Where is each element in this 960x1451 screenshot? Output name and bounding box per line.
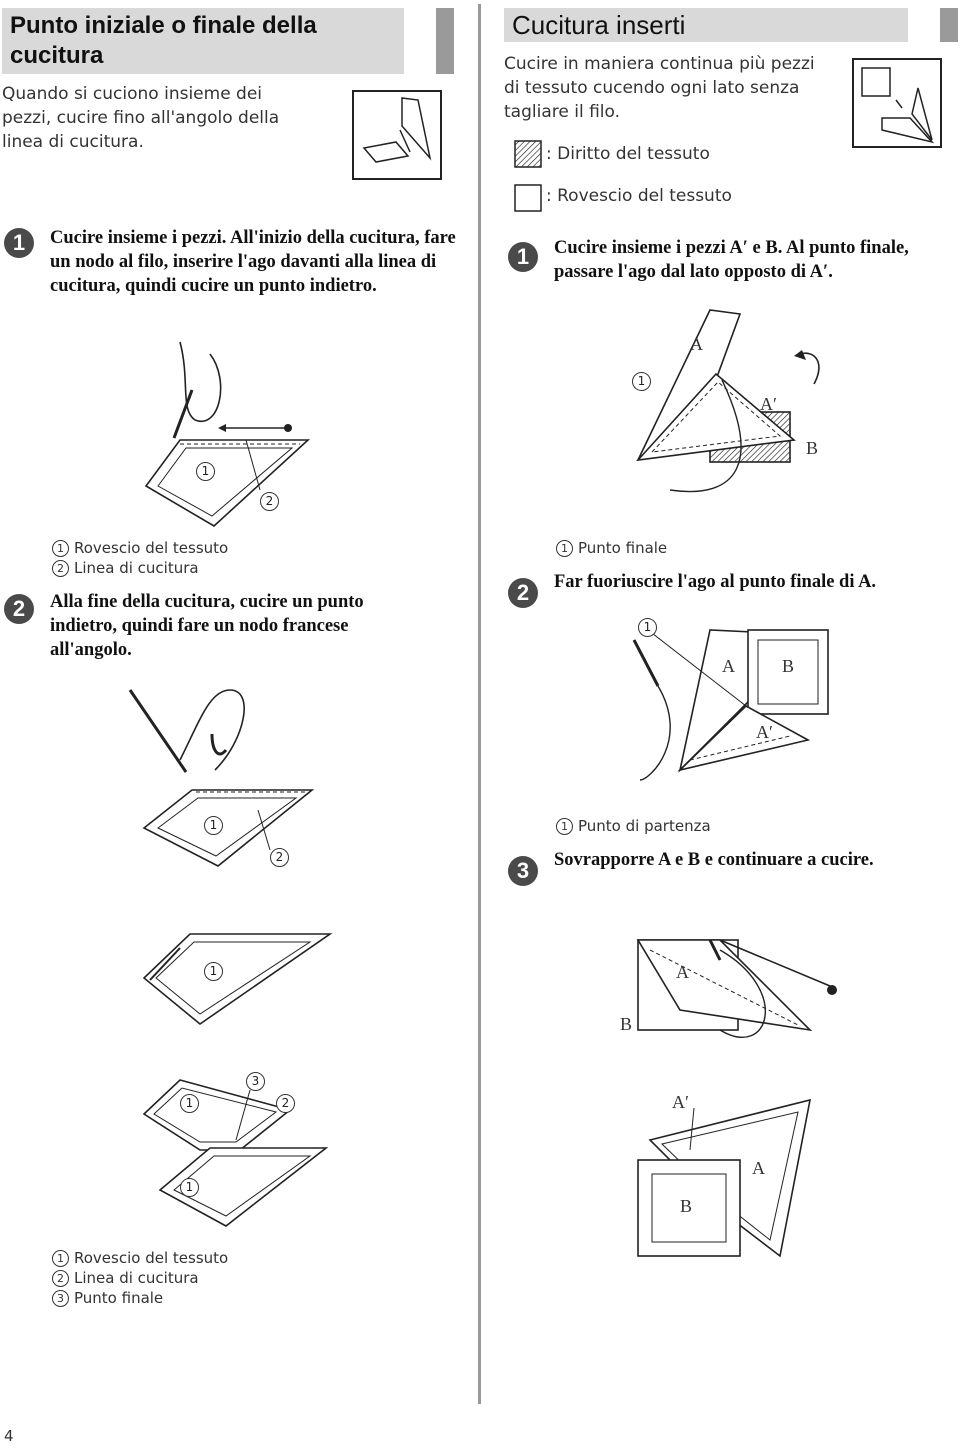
right-step3-badge: 3 <box>508 856 538 886</box>
left-step1-text: Cucire insieme i pezzi. All'inizio della… <box>50 228 456 296</box>
fig4-label-1b: 1 <box>180 1178 199 1197</box>
fig4-label-2: 2 <box>276 1094 295 1113</box>
fig2-label-2: 2 <box>270 848 289 867</box>
piecing-thumbnail <box>852 58 942 148</box>
right-side-key: : Diritto del tessuto <box>546 144 710 164</box>
end-stitch-illustration <box>128 689 315 867</box>
right-step1-badge: 1 <box>508 242 538 272</box>
fig4-label-3: 3 <box>246 1072 265 1091</box>
r-fig3-label-b: B <box>620 1014 633 1034</box>
wrong-side-key: : Rovescio del tessuto <box>546 186 732 206</box>
r-fig3-label-a: A <box>676 962 689 982</box>
fig3-label-1: 1 <box>204 962 223 981</box>
fig2-label-1: 1 <box>204 816 223 835</box>
r-fig4-label-a-prime: A′ <box>672 1092 689 1112</box>
left-intro-text: Quando si cuciono insieme dei pezzi, cuc… <box>2 84 280 152</box>
right-intro-text: Cucire in maniera continua più pezzi di … <box>504 54 815 122</box>
r-fig1-label-a: A <box>690 334 703 354</box>
left-step2-badge: 2 <box>4 594 34 624</box>
fig1-label-1: 1 <box>196 462 215 481</box>
fig4-label-1a: 1 <box>180 1094 199 1113</box>
left-step2-text: Alla fine della cucitura, cucire un punt… <box>50 592 364 660</box>
right-side-swatch-icon <box>514 140 542 168</box>
right-step1-text: Cucire insieme i pezzi A′ e B. Al punto … <box>554 238 909 282</box>
r-fig1-label-a-prime: A′ <box>760 394 777 414</box>
right-step2-text: Far fuoriuscire l'ago al punto finale di… <box>554 572 877 592</box>
right-step3-text: Sovrapporre A e B e continuare a cucire. <box>554 850 874 870</box>
fig1-label-2: 2 <box>260 492 279 511</box>
completed-piecing-illustration <box>637 1098 812 1258</box>
r-fig4-label-a: A <box>752 1158 765 1178</box>
left-section-title: Punto iniziale o finale della cucitura <box>2 8 404 74</box>
overlap-continue-illustration <box>636 939 837 1038</box>
column-divider <box>478 4 481 1404</box>
corner-stitch-thumbnail <box>352 90 442 180</box>
join-a-prime-b-illustration <box>635 309 820 493</box>
right-section-tab <box>940 8 958 42</box>
r-fig1-label-b: B <box>806 438 819 458</box>
r-fig2-label-1: 1 <box>638 618 657 637</box>
start-stitch-illustration <box>144 341 311 527</box>
left-section-tab <box>436 8 454 74</box>
r-fig1-label-1: 1 <box>632 372 651 391</box>
r-fig2-label-a-prime: A′ <box>756 722 773 742</box>
r-fig2-label-a: A <box>722 656 735 676</box>
r-fig4-label-b: B <box>680 1196 693 1216</box>
right-section-title: Cucitura inserti <box>504 8 908 42</box>
page-number: 4 <box>4 1427 14 1445</box>
right-step2-badge: 2 <box>508 578 538 608</box>
continue-stitch-illustration <box>142 1079 329 1227</box>
wrong-side-swatch-icon <box>514 184 542 212</box>
needle-out-illustration <box>632 629 829 781</box>
corner-join-illustration <box>142 933 333 1026</box>
left-step1-badge: 1 <box>4 228 34 258</box>
r-fig2-label-b: B <box>782 656 795 676</box>
